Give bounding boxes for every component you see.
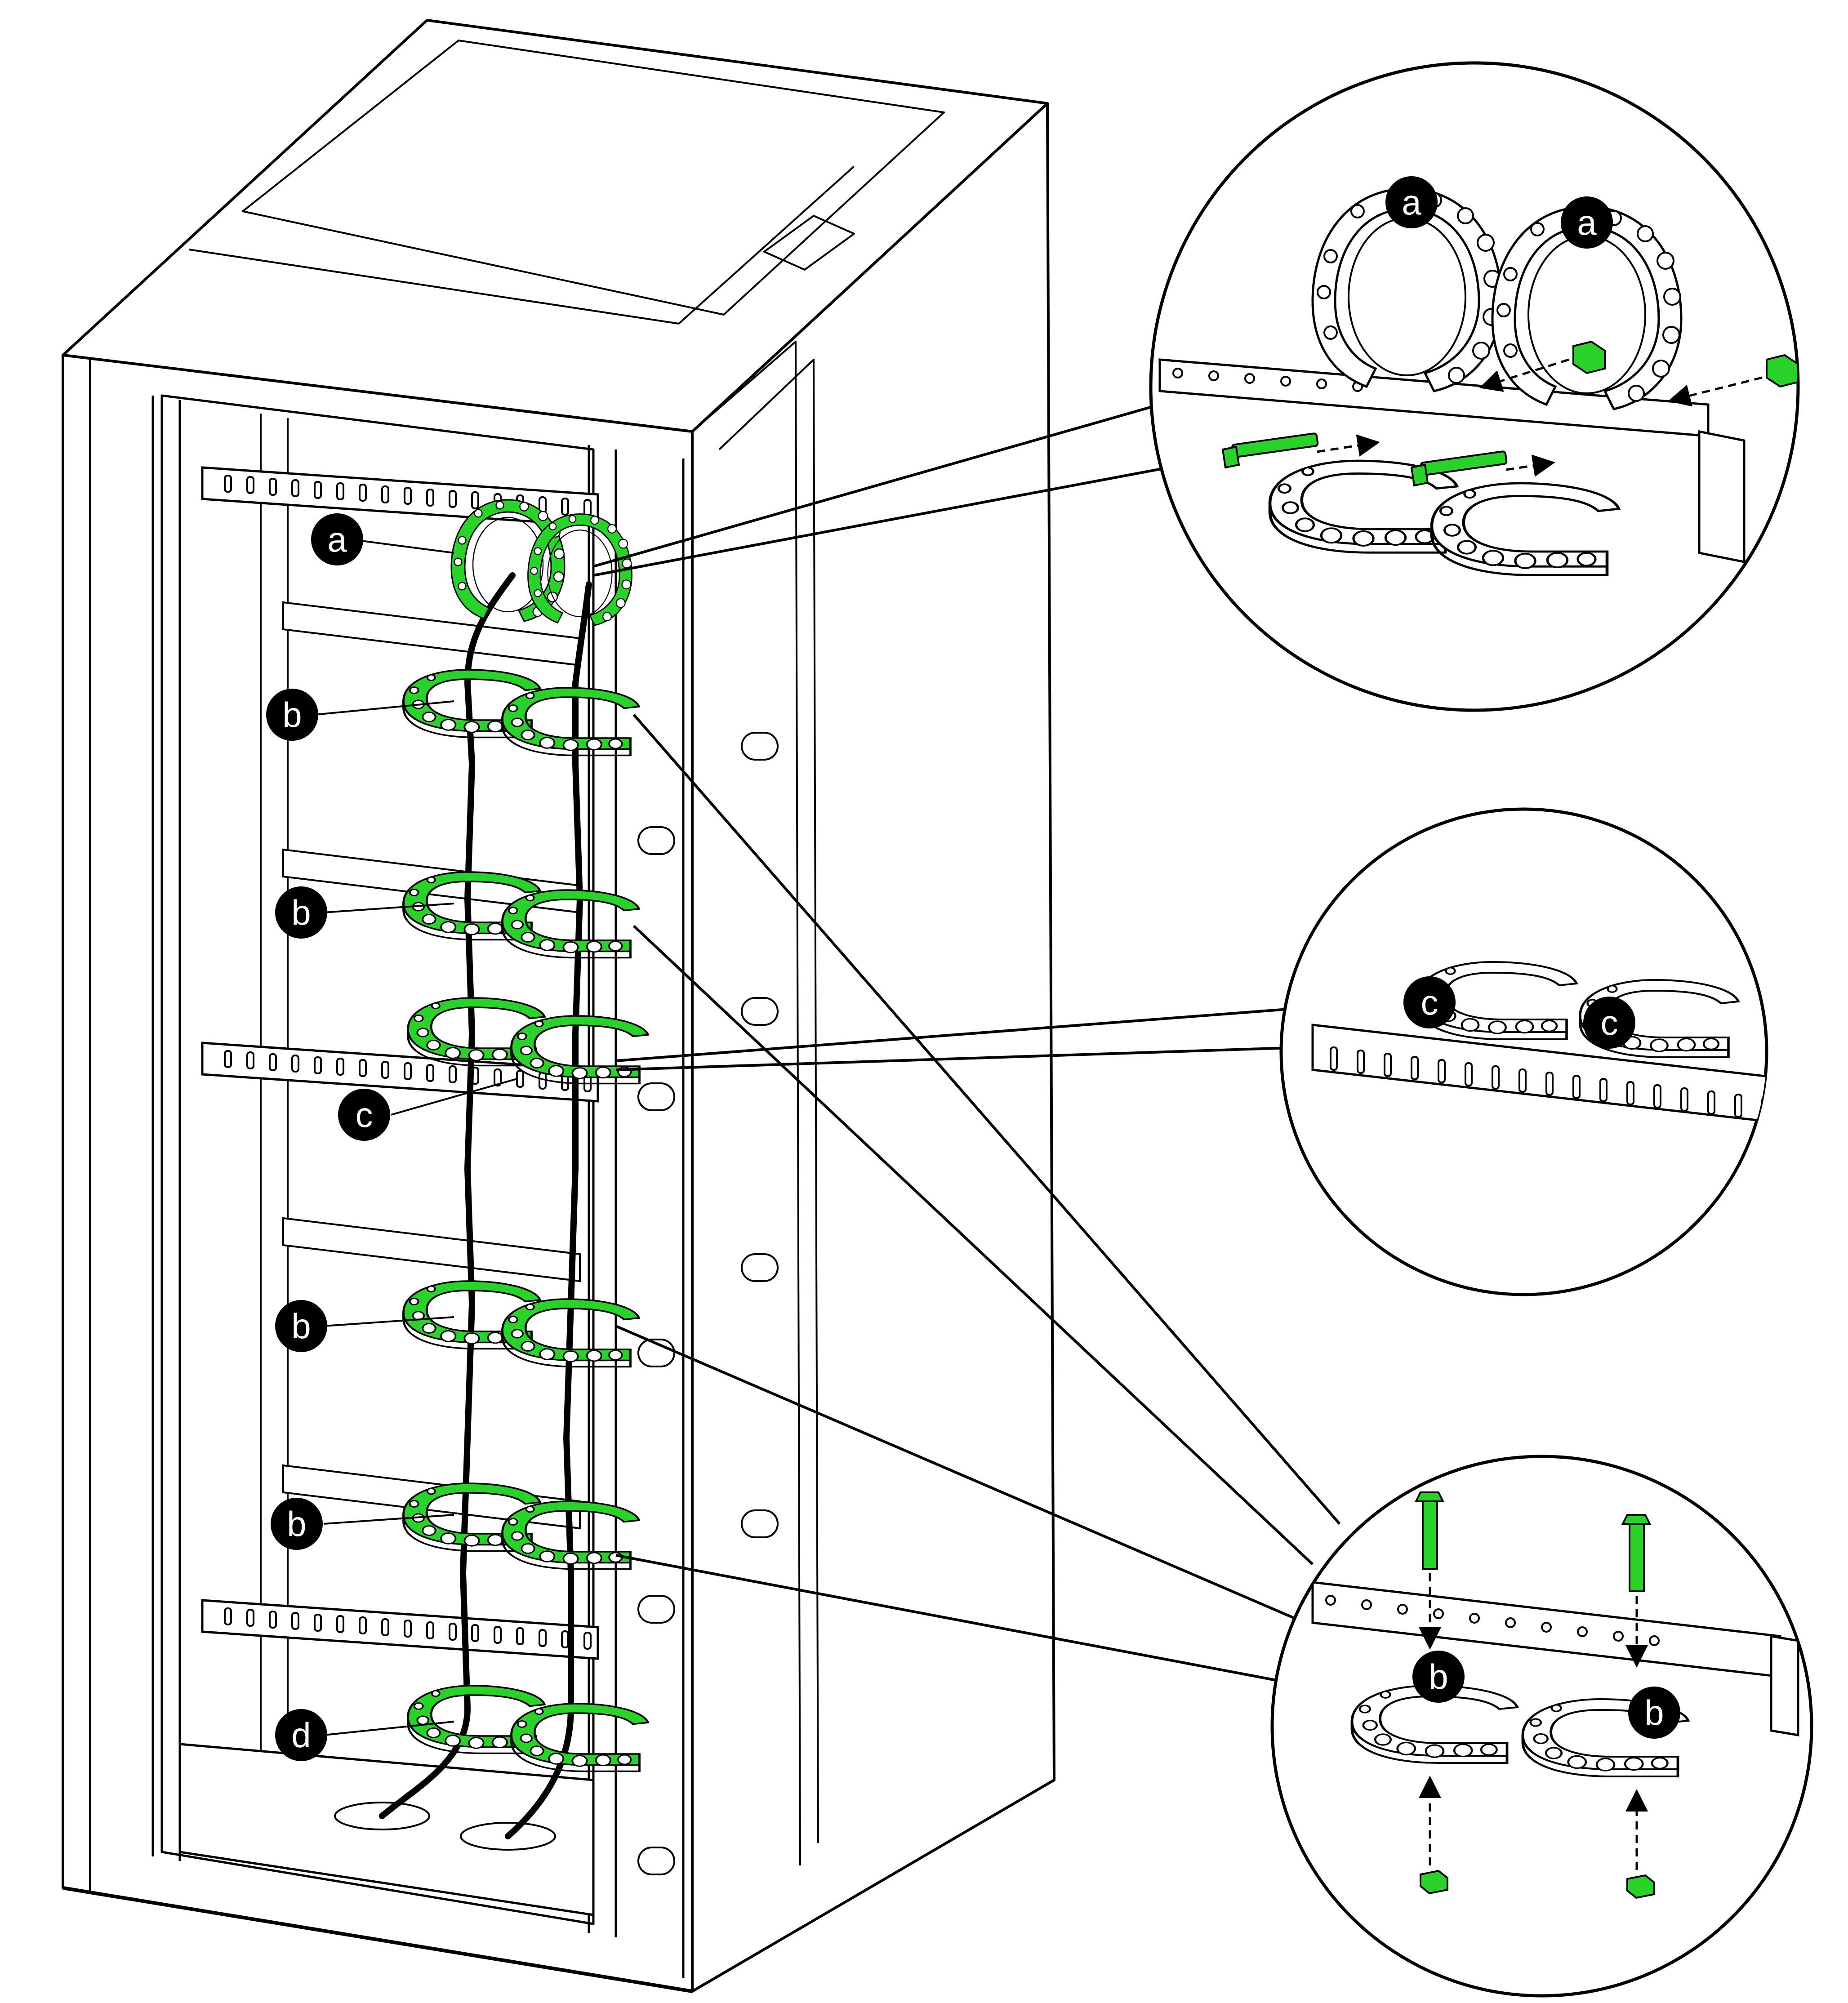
callout-c: c: [1583, 997, 1635, 1049]
callout-b: b: [271, 1498, 323, 1550]
svg-text:c: c: [356, 1095, 373, 1135]
bolt-icon: [1414, 1491, 1445, 1570]
callout-b: b: [275, 886, 327, 939]
nut-icon: [1572, 340, 1606, 374]
svg-text:b: b: [1644, 1693, 1664, 1732]
callout-b: b: [266, 689, 318, 741]
svg-text:a: a: [1577, 203, 1597, 242]
callout-c: c: [1403, 976, 1456, 1028]
callout-a: a: [1385, 176, 1438, 228]
svg-text:c: c: [1421, 983, 1438, 1022]
svg-text:a: a: [327, 520, 347, 559]
callout-a: a: [1561, 196, 1613, 249]
svg-text:b: b: [1429, 1657, 1448, 1696]
zoom-lines: [593, 403, 1341, 1683]
svg-text:b: b: [282, 695, 302, 734]
cabinet-callouts: a b b c b b d: [266, 513, 390, 1761]
callout-b: b: [275, 1300, 327, 1352]
svg-text:c: c: [1601, 1003, 1618, 1042]
rack-cabinet: [62, 19, 1055, 1993]
callout-a: a: [311, 513, 363, 565]
callout-b: b: [1628, 1687, 1680, 1739]
callout-b: b: [1412, 1651, 1465, 1703]
detail-view-bottom: b b: [1270, 1455, 1813, 1998]
detail-view-middle: c c: [1279, 807, 1768, 1296]
detail-view-top: a a: [1149, 61, 1800, 712]
svg-text:d: d: [291, 1715, 311, 1755]
callout-c: c: [338, 1089, 390, 1141]
svg-text:b: b: [287, 1504, 306, 1544]
cabinet-leaders: [314, 539, 517, 1736]
svg-text:b: b: [291, 1306, 311, 1346]
svg-text:a: a: [1402, 182, 1421, 222]
callout-d: d: [275, 1709, 327, 1761]
svg-text:b: b: [291, 893, 311, 932]
